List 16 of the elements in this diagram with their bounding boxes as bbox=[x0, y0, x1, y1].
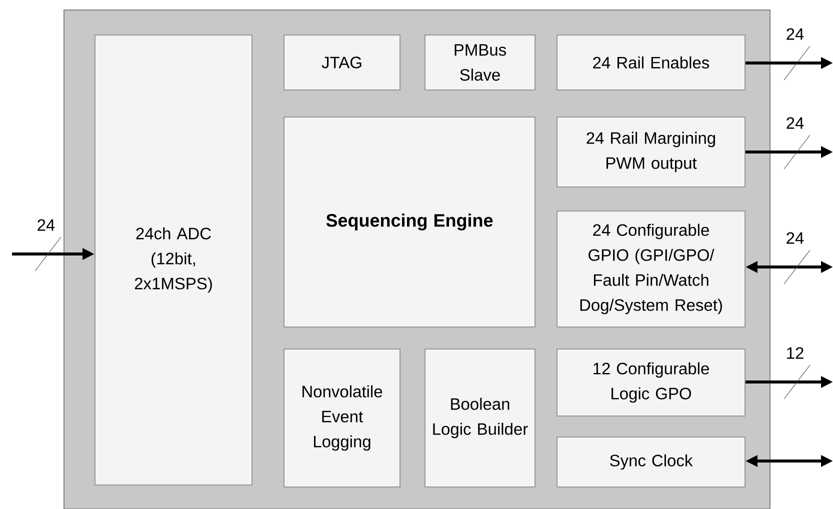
bus-width-label: 24 bbox=[784, 27, 806, 41]
block-box: 24 Rail Enables bbox=[556, 34, 746, 90]
block-box: Nonvolatile Event Logging bbox=[284, 348, 400, 488]
block-box: JTAG bbox=[284, 34, 400, 90]
block-box: 24 Configurable GPIO (GPI/GPO/ Fault Pin/Watch Dog/System Reset) bbox=[556, 210, 746, 328]
bus-width-label: 12 bbox=[784, 346, 806, 360]
block-box: Sync Clock bbox=[556, 436, 746, 488]
bus-width-label: 24 bbox=[784, 116, 806, 130]
block-box: 12 Configurable Logic GPO bbox=[556, 348, 746, 416]
block-box: 24ch ADC (12bit, 2x1MSPS) bbox=[94, 34, 252, 486]
bus-width-label: 24 bbox=[36, 218, 56, 232]
block-box: Sequencing Engine bbox=[284, 116, 536, 328]
block-box: PMBus Slave bbox=[424, 34, 536, 90]
bus-width-label: 24 bbox=[784, 231, 806, 245]
block-box: 24 Rail Margining PWM output bbox=[556, 116, 746, 188]
block-box: Boolean Logic Builder bbox=[424, 348, 536, 488]
